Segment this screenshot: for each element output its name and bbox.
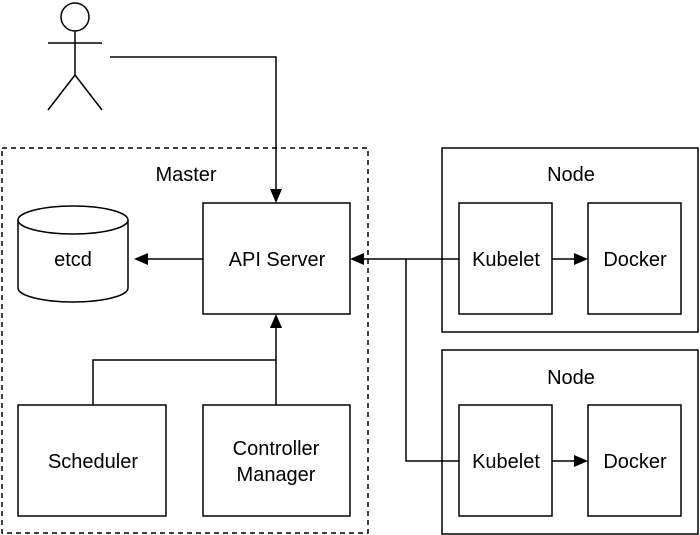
etcd-database: etcd (17, 205, 129, 303)
scheduler-box: Scheduler (17, 404, 167, 517)
controller-manager-box: Controller Manager (202, 404, 351, 517)
master-group: Master (1, 147, 369, 534)
node-2-kubelet-to-docker-arrow (552, 455, 588, 467)
node-2: Node Kubelet Docker (441, 349, 699, 535)
node-2-docker-label: Docker (603, 451, 667, 473)
api-server-label: API Server (229, 249, 326, 271)
api-to-etcd-arrow (134, 253, 203, 265)
etcd-label: etcd (54, 249, 92, 271)
node-2-kubelet-label: Kubelet (472, 451, 540, 473)
node-2-label: Node (547, 367, 595, 389)
node-2-docker-box (587, 404, 682, 517)
node-1-docker-label: Docker (603, 249, 667, 271)
node-1-docker-box (587, 202, 682, 315)
master-boundary (1, 147, 369, 534)
kubelets-to-api-arrow (350, 253, 459, 462)
controller-manager-label-line2: Manager (237, 464, 316, 486)
scheduler-controller-to-api-arrow (92, 314, 282, 405)
controller-manager-label-line1: Controller (233, 438, 320, 460)
node-1-label: Node (547, 164, 595, 186)
node-1-kubelet-box (458, 202, 553, 315)
etcd-cylinder-top (17, 205, 129, 235)
etcd-cylinder-body (17, 220, 129, 303)
node-1-kubelet-label: Kubelet (472, 249, 540, 271)
scheduler-label: Scheduler (48, 451, 138, 473)
user-icon (47, 2, 103, 111)
user-to-api-arrow (110, 56, 282, 203)
node-1-kubelet-to-docker-arrow (552, 253, 588, 265)
api-server-box: API Server (202, 202, 351, 315)
master-label: Master (155, 164, 216, 186)
node-1: Node Kubelet Docker (441, 147, 699, 333)
